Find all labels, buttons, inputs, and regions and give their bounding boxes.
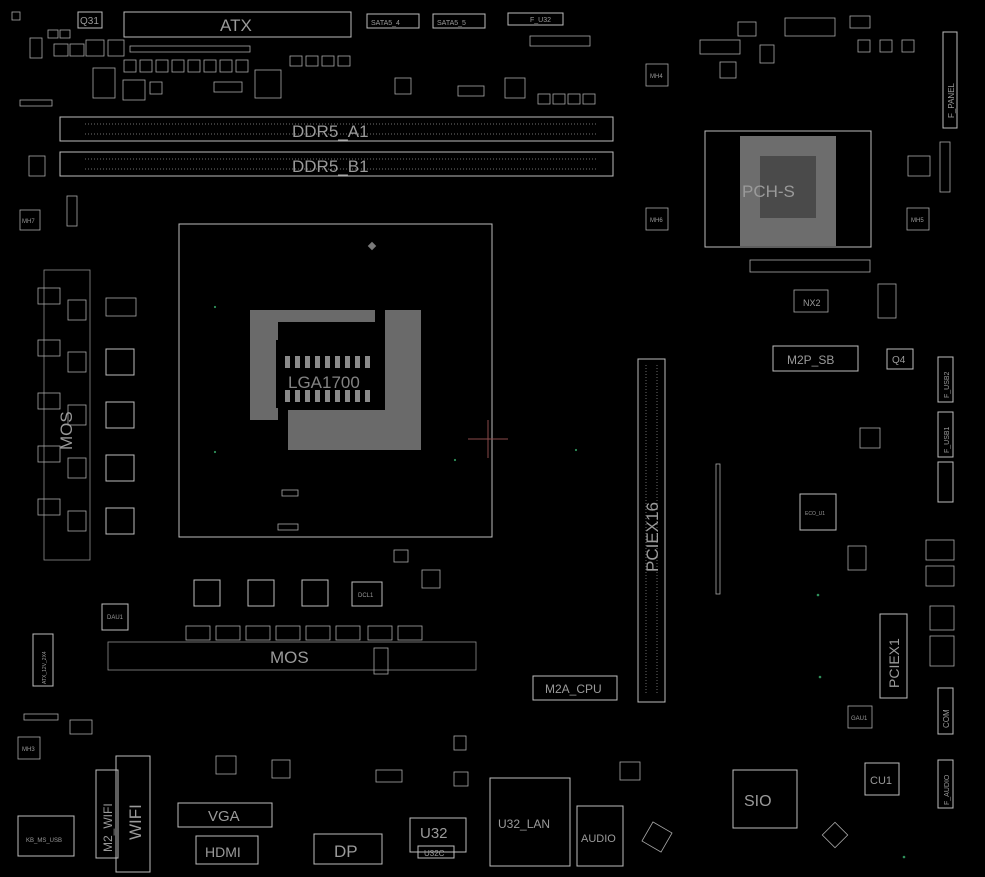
- sata5-label: SATA5_5: [437, 20, 466, 27]
- sio-label: SIO: [744, 793, 772, 810]
- left-vrm: MOS MH7: [19, 155, 137, 561]
- f-usb1-label: F_USB1: [944, 426, 951, 453]
- usb-rear-port: KB_MS_USB: [17, 815, 75, 857]
- vmos-label: MOS: [57, 411, 76, 450]
- dau1-label: DAU1: [107, 615, 124, 621]
- front-usb3-label: F_U32: [530, 17, 551, 24]
- nx2-label: NX2: [803, 298, 821, 308]
- usb-rear-label: KB_MS_USB: [26, 838, 62, 844]
- pciex1-slot: PCIEX1: [879, 613, 908, 699]
- ddr5-a1-label: DDR5_A1: [292, 122, 369, 141]
- test-points: [213, 305, 906, 859]
- u32-lan-label: U32_LAN: [498, 817, 550, 831]
- f-panel-label: F_PANEL: [947, 82, 956, 118]
- com-label: COM: [942, 709, 951, 728]
- u32-port: U32 U32C: [409, 817, 467, 859]
- mos-label: MOS: [270, 648, 309, 667]
- m2a-cpu-label: M2A_CPU: [545, 682, 602, 696]
- pch-label: PCH-S: [742, 182, 795, 201]
- audio-label: AUDIO: [581, 833, 616, 845]
- mh6-label: MH6: [650, 218, 663, 224]
- u32c-label: U32C: [424, 849, 445, 858]
- cpu-socket: LGA1700: [178, 223, 493, 538]
- u32-lan-port: U32_LAN: [489, 777, 571, 867]
- mh3-label: MH3: [22, 747, 35, 753]
- front-panel-header: F_PANEL: [942, 31, 958, 129]
- dcl1-label: DCL1: [358, 593, 374, 599]
- atx12v-connector: ATX_12V_2X4: [32, 633, 54, 687]
- dp-port: DP: [313, 833, 383, 865]
- q4-component: Q4: [886, 348, 914, 370]
- bottom-vrm: MOS DCL1 DAU1: [101, 549, 477, 675]
- pciex16-slot: PCIEX16: [637, 358, 666, 703]
- front-usb3-header: F_U32: [507, 12, 564, 26]
- ddr5-a1-slot: DDR5_A1: [59, 116, 614, 142]
- bottom-passives: [23, 713, 849, 853]
- top-left-passives: [11, 11, 596, 107]
- m2p-sb-label: M2P_SB: [787, 353, 834, 367]
- sata4-connector: SATA5_4: [366, 13, 420, 29]
- atx12v-label: ATX_12V_2X4: [42, 651, 48, 684]
- f-audio-label: F_AUDIO: [944, 774, 951, 805]
- com-header: COM: [937, 687, 954, 735]
- cpu-pin-field: [250, 310, 421, 450]
- wifi-module: WIFI: [115, 755, 151, 873]
- pciex1-label: PCIEX1: [886, 638, 902, 688]
- m2a-cpu-slot: M2A_CPU: [532, 675, 618, 701]
- q31-component: Q31: [77, 11, 103, 29]
- vga-label: VGA: [208, 808, 240, 825]
- cu1-label: CU1: [870, 775, 892, 787]
- m2-wifi-slot: M2_WIFI: [95, 769, 119, 859]
- atx-connector: ATX: [123, 11, 352, 38]
- vga-port: VGA: [177, 802, 273, 828]
- ddr5-b1-label: DDR5_B1: [292, 157, 369, 176]
- sata5-connector: SATA5_5: [432, 13, 486, 29]
- f-usb2-label: F_USB2: [944, 371, 951, 398]
- mh5-label: MH5: [911, 218, 924, 224]
- pch-chip: PCH-S: [704, 130, 872, 248]
- gau1-label: GAU1: [851, 716, 868, 722]
- mounting-holes: MH4 MH6 MH5 MH3: [17, 63, 930, 760]
- ddr5-b1-slot: DDR5_B1: [59, 151, 614, 177]
- cu1-chip: CU1: [864, 762, 900, 796]
- mh4-label: MH4: [650, 74, 663, 80]
- sio-chip: SIO: [732, 769, 798, 829]
- m2p-sb-slot: M2P_SB: [772, 345, 859, 372]
- hdmi-label: HDMI: [205, 844, 241, 860]
- top-right-passives: NX2: [699, 15, 951, 319]
- hdmi-port: HDMI: [195, 835, 259, 865]
- m2-wifi-label: M2_WIFI: [101, 803, 115, 852]
- q31-label: Q31: [80, 16, 99, 27]
- mh7-label: MH7: [22, 219, 35, 225]
- q4-label: Q4: [892, 355, 906, 366]
- front-usb-headers: F_USB2 F_USB1: [937, 356, 954, 503]
- sata4-label: SATA5_4: [371, 20, 400, 27]
- right-middle-parts: ECO_U1: [715, 427, 955, 595]
- atx-label: ATX: [220, 16, 252, 35]
- dp-label: DP: [334, 842, 358, 861]
- f-audio-header: F_AUDIO: [937, 759, 954, 809]
- audio-jack: AUDIO: [576, 805, 624, 867]
- crosshair-marker: [468, 420, 508, 458]
- right-headers: GAU1: [847, 605, 955, 729]
- pciex16-label: PCIEX16: [643, 502, 662, 572]
- ec-label: ECO_U1: [805, 511, 825, 517]
- lga-label: LGA1700: [288, 373, 360, 392]
- wifi-label: WIFI: [126, 804, 145, 840]
- u32-label: U32: [420, 825, 448, 842]
